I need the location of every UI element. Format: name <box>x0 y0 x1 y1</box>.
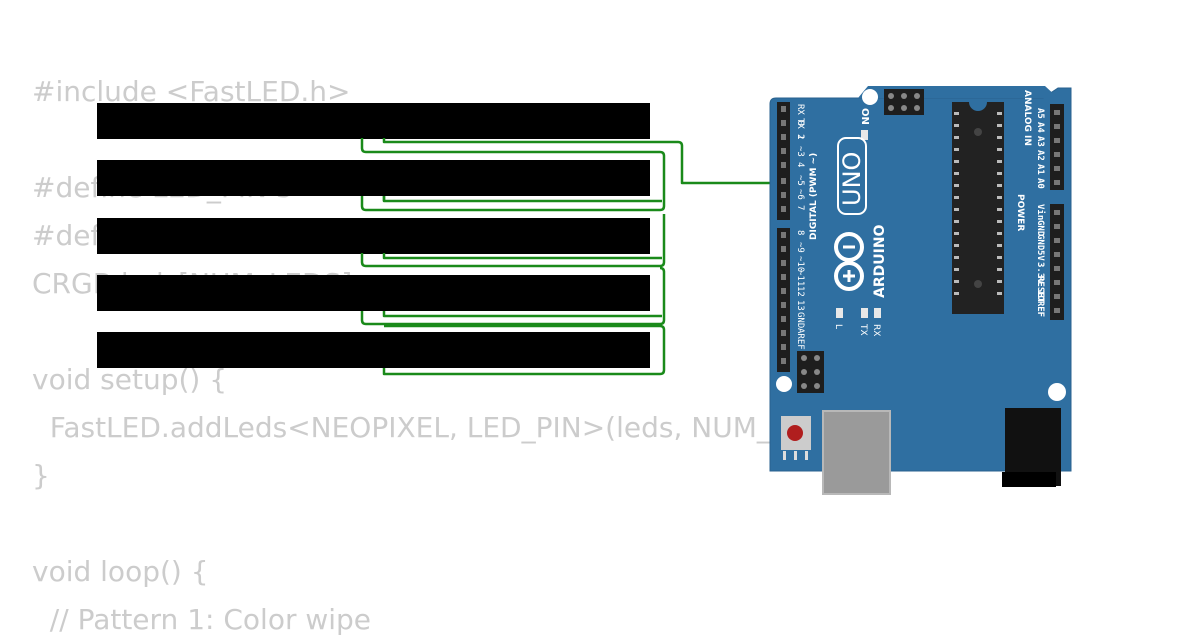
wire[interactable] <box>382 311 662 318</box>
pin-label: 8 <box>795 230 805 235</box>
code-line: #include <FastLED.h> <box>32 75 351 108</box>
on-label: ON <box>859 108 870 125</box>
led-strip-4[interactable] <box>97 275 650 311</box>
pin-label: ~11 <box>795 270 805 286</box>
pin-label: GND <box>795 312 805 328</box>
pin-label: ~10 <box>795 256 805 272</box>
model-label: UNO <box>838 152 866 206</box>
led-label: RX <box>871 324 881 336</box>
pin-label: 5V <box>1035 250 1045 261</box>
digital-header-label: DIGITAL (PWM ~) <box>809 153 819 240</box>
digital-header-lower[interactable] <box>777 228 790 372</box>
code-line: void loop() { <box>32 555 209 588</box>
pin-label: 12 <box>795 286 805 297</box>
pin-label: A1 <box>1035 164 1045 175</box>
pin-label: ~5 <box>795 175 805 186</box>
led-strip-1[interactable] <box>97 103 650 139</box>
wire[interactable] <box>382 196 662 203</box>
pin-label: 3.3V <box>1035 262 1045 284</box>
power-header[interactable] <box>1050 204 1064 320</box>
pin-label: ~9 <box>795 242 805 253</box>
arduino-uno-board[interactable] <box>769 86 1072 495</box>
power-header-label: POWER <box>1015 194 1025 231</box>
pin-label: IOREF <box>1035 290 1045 317</box>
analog-header-label: ANALOG IN <box>1022 90 1032 146</box>
wire[interactable] <box>382 324 666 376</box>
icsp-header <box>884 89 924 115</box>
led-strip-2[interactable] <box>97 160 650 196</box>
wire[interactable] <box>360 214 666 268</box>
wires <box>360 138 780 376</box>
wire[interactable] <box>382 253 662 260</box>
icsp2-header <box>797 351 824 393</box>
mounting-hole <box>1048 383 1066 401</box>
pin-label: A4 <box>1035 122 1045 133</box>
digital-header-upper[interactable] <box>777 102 790 220</box>
mounting-hole <box>776 376 792 392</box>
rx-led <box>874 308 881 318</box>
led-label: TX <box>858 323 868 336</box>
right-pin-dots <box>1054 110 1060 313</box>
pin-label: Vin <box>1035 204 1046 220</box>
pin-label: A2 <box>1035 150 1045 161</box>
pin-label: A3 <box>1035 136 1045 147</box>
pin-label: A5 <box>1035 108 1045 119</box>
wire[interactable] <box>360 138 666 212</box>
uno-badge <box>837 137 867 215</box>
brand-label: ARDUINO <box>872 224 888 298</box>
led-strip-3[interactable] <box>97 218 650 254</box>
atmega-chip <box>952 102 1004 314</box>
l-led <box>836 308 843 318</box>
pin-label: 13 <box>795 300 805 311</box>
pin-label: 2 <box>795 134 805 139</box>
power-led <box>861 130 868 140</box>
mounting-hole <box>862 89 878 105</box>
pin-label: RX 0 <box>795 104 805 126</box>
pin-label: GND <box>1035 220 1045 237</box>
code-line: } <box>32 459 50 492</box>
pin-label: TX 1 <box>795 118 805 140</box>
pin-label: 4 <box>795 162 805 167</box>
tx-led <box>861 308 868 318</box>
code-line: void setup() { <box>32 363 228 396</box>
pin-label: GND <box>1035 234 1045 251</box>
wire[interactable] <box>360 266 666 326</box>
led-strip-5[interactable] <box>97 332 650 368</box>
usb-port <box>822 410 891 495</box>
pin-label: ~6 <box>795 189 805 200</box>
led-label: L <box>833 324 843 329</box>
circuit-canvas: RX 0 TX 1 2 ~3 4 ~5 ~6 7 8 ~9 ~10 ~11 12… <box>360 86 1072 495</box>
pin-label: A0 <box>1035 178 1045 189</box>
power-jack <box>1002 408 1061 487</box>
pin-label: ~3 <box>795 146 805 157</box>
pin-label: 7 <box>795 205 805 210</box>
wire[interactable] <box>382 138 780 185</box>
digital-pin-dots <box>781 106 786 364</box>
analog-header[interactable] <box>1050 104 1064 190</box>
pin-label: AREF <box>795 328 805 350</box>
arduino-logo-icon <box>834 232 864 291</box>
pin-label: RESET <box>1035 276 1045 304</box>
reset-button[interactable] <box>781 416 811 460</box>
